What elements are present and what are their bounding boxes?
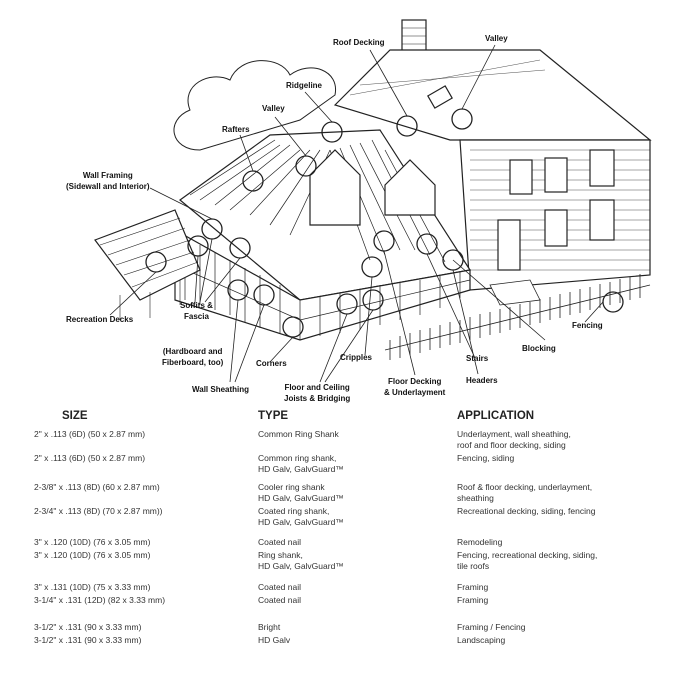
cell-type: HD Galv, GalvGuard™ <box>258 493 344 503</box>
label-hardboard: (Hardboard and Fiberboard, too) <box>162 346 223 368</box>
cell-application: tile roofs <box>457 561 490 571</box>
cell-type: HD Galv, GalvGuard™ <box>258 517 344 527</box>
cell-size: 3-1/2" x .131 (90 x 3.33 mm) <box>34 635 142 645</box>
label-ridgeline: Ridgeline <box>286 81 323 90</box>
label-valley-left: Valley <box>262 104 285 113</box>
cell-application: Fencing, siding <box>457 453 515 463</box>
label-valley-right: Valley <box>485 34 508 43</box>
label-corners: Corners <box>256 359 287 368</box>
house-framing-illustration <box>94 19 652 383</box>
cell-size: 3-1/4" x .131 (12D) (82 x 3.33 mm) <box>34 595 166 605</box>
cell-size: 2" x .113 (6D) (50 x 2.87 mm) <box>34 429 146 439</box>
label-rafters: Rafters <box>222 125 250 134</box>
label-cripples: Cripples <box>340 353 373 362</box>
cell-type: Coated nail <box>258 582 302 592</box>
label-floor-decking: Floor Decking & Underlayment <box>384 376 445 398</box>
cell-application: Fencing, recreational decking, siding, <box>457 550 598 560</box>
cell-type: Cooler ring shank <box>258 482 325 492</box>
label-recreation-decks: Recreation Decks <box>66 315 134 324</box>
tree-outline <box>173 60 336 151</box>
cell-application: sheathing <box>457 493 494 503</box>
label-line: Fascia <box>183 312 209 321</box>
label-line: (Hardboard and <box>162 347 223 356</box>
cell-type: HD Galv <box>258 635 291 645</box>
cell-application: Roof & floor decking, underlayment, <box>457 482 593 492</box>
label-stairs: Stairs <box>466 354 489 363</box>
header-application: APPLICATION <box>457 410 535 422</box>
label-line: Floor Decking <box>388 377 442 386</box>
cell-type: Bright <box>258 622 281 632</box>
cell-type: HD Galv, GalvGuard™ <box>258 464 344 474</box>
label-wall-sheathing: Wall Sheathing <box>192 385 250 394</box>
label-line: Wall Framing <box>82 171 133 180</box>
cell-size: 3-1/2" x .131 (90 x 3.33 mm) <box>34 622 142 632</box>
cell-application: Underlayment, wall sheathing, <box>457 429 571 439</box>
cell-application: Recreational decking, siding, fencing <box>457 506 596 516</box>
header-type: TYPE <box>258 410 289 422</box>
cell-application: Framing <box>457 595 489 605</box>
label-line: Soffits & <box>180 301 213 310</box>
header-size: SIZE <box>62 410 88 422</box>
label-fencing: Fencing <box>572 321 603 330</box>
cell-size: 3" x .131 (10D) (75 x 3.33 mm) <box>34 582 151 592</box>
cell-application: Framing / Fencing <box>457 622 526 632</box>
cell-type: Coated nail <box>258 537 302 547</box>
cell-size: 3" x .120 (10D) (76 x 3.05 mm) <box>34 537 151 547</box>
label-wall-framing: Wall Framing (Sidewall and Interior) <box>66 170 150 192</box>
label-joists-bridging: Floor and Ceiling Joists & Bridging <box>284 382 350 404</box>
deck <box>94 209 201 301</box>
cell-type: Common ring shank, <box>258 453 337 463</box>
label-soffits-fascia: Soffits & Fascia <box>180 300 213 322</box>
label-line: & Underlayment <box>384 388 446 397</box>
cell-size: 3" x .120 (10D) (76 x 3.05 mm) <box>34 550 151 560</box>
label-line: (Sidewall and Interior) <box>66 182 150 191</box>
label-line: Joists & Bridging <box>284 394 351 403</box>
cell-size: 2-3/4" x .113 (8D) (70 x 2.87 mm)) <box>34 506 163 516</box>
label-headers: Headers <box>466 376 498 385</box>
dormer-left <box>309 149 361 226</box>
cell-type: Coated ring shank, <box>258 506 330 516</box>
cell-application: roof and floor decking, siding <box>457 440 566 450</box>
cell-size: 2-3/8" x .113 (8D) (60 x 2.87 mm) <box>34 482 160 492</box>
label-line: Fiberboard, too) <box>162 358 224 367</box>
cell-type: Ring shank, <box>258 550 303 560</box>
cell-type: Coated nail <box>258 595 302 605</box>
label-blocking: Blocking <box>522 344 556 353</box>
leader-lines <box>109 44 604 383</box>
cell-application: Framing <box>457 582 489 592</box>
label-roof-decking: Roof Decking <box>333 38 385 47</box>
cell-application: Landscaping <box>457 635 506 645</box>
cell-type: HD Galv, GalvGuard™ <box>258 561 344 571</box>
cell-application: Remodeling <box>457 537 503 547</box>
main-house-roof <box>333 49 652 141</box>
label-line: Floor and Ceiling <box>284 383 350 392</box>
dormer-right <box>384 159 436 216</box>
cell-size: 2" x .113 (6D) (50 x 2.87 mm) <box>34 453 146 463</box>
cell-type: Common Ring Shank <box>258 429 339 439</box>
